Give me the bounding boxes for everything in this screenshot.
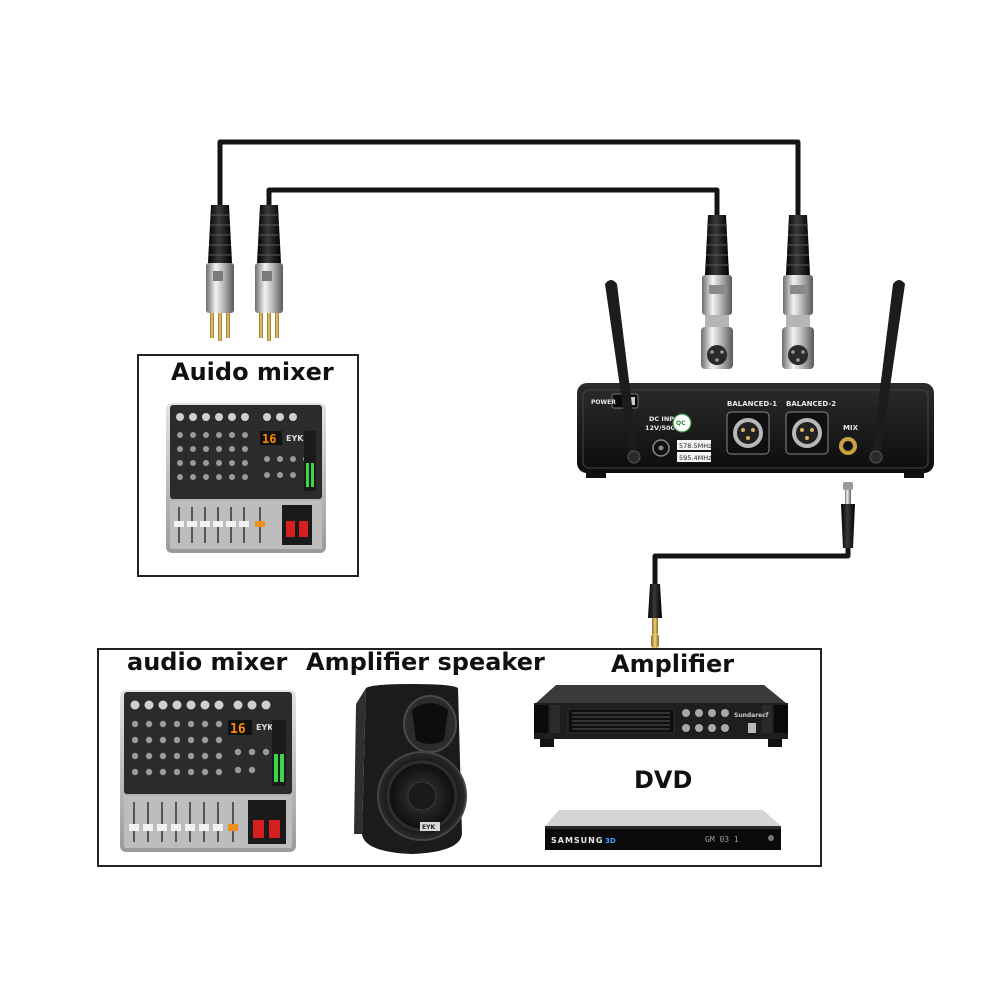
mixer-display-value: 16 (262, 432, 276, 446)
dvd-player: SAMSUNG 3D GM 03 1 (545, 810, 781, 850)
dvd-brand: SAMSUNG (551, 836, 603, 845)
amplifier-label: Amplifier (611, 650, 735, 678)
qc-sticker (672, 413, 692, 433)
dc-rating-label: 12V/500MA (645, 424, 687, 432)
dvd-label: DVD (634, 766, 693, 794)
mixer-display (228, 720, 252, 735)
xlr-cable-outer (217, 139, 801, 218)
speaker-brand: EYK (422, 824, 435, 831)
amplifier-brand: Sundarecf (734, 712, 769, 719)
jack-plug-icon (841, 482, 855, 548)
amplifier-speaker: EYK (354, 684, 467, 854)
xlr-female-plug-icon (782, 215, 814, 369)
xlr-male-plug-icon (255, 205, 283, 341)
balanced-2-label: BALANCED-2 (786, 400, 836, 408)
xlr-socket-1 (726, 411, 770, 455)
antenna-icon (605, 280, 641, 464)
freq-label-2: 595.4MHz (679, 454, 712, 462)
freq-label-1: 578.5MHz (679, 442, 712, 450)
jack-cable (652, 548, 851, 586)
power-label: POWER (591, 399, 616, 406)
antenna-icon (869, 280, 905, 464)
power-amplifier: Sundarecf (534, 685, 788, 747)
bottom-mixer-label: audio mixer (127, 648, 288, 676)
top-mixer-panel (137, 354, 359, 577)
top-mixer-label: Auido mixer (171, 358, 334, 386)
audio-mixer-top: 16 EYK (166, 403, 326, 553)
mix-jack-socket (839, 437, 857, 455)
xlr-male-plug-icon (206, 205, 234, 341)
wireless-receiver: POWER DC INPUT 12V/500MA QC 578.5MHz 595… (577, 383, 934, 478)
freq-tag-1 (677, 440, 711, 450)
freq-tag-2 (677, 452, 711, 462)
xlr-cable-inner (266, 187, 720, 218)
mix-label: MIX (843, 424, 859, 432)
mixer-brand: EYK (286, 434, 304, 443)
mixer-brand: EYK (256, 723, 274, 732)
balanced-1-label: BALANCED-1 (727, 400, 777, 408)
speaker-label: Amplifier speaker (306, 648, 545, 676)
audio-mixer-bottom: 16 EYK (120, 690, 296, 852)
bottom-equipment-panel (97, 648, 822, 867)
dc-input-label: DC INPUT (649, 415, 684, 423)
xlr-female-plug-icon (701, 215, 733, 369)
jack-plug-icon (648, 584, 662, 648)
mixer-display-value: 16 (230, 722, 246, 737)
xlr-socket-2 (785, 411, 829, 455)
dvd-3d-badge: 3D (605, 837, 616, 845)
dvd-display: GM 03 1 (705, 835, 739, 844)
qc-label: QC (676, 420, 686, 427)
mixer-display (260, 431, 282, 445)
